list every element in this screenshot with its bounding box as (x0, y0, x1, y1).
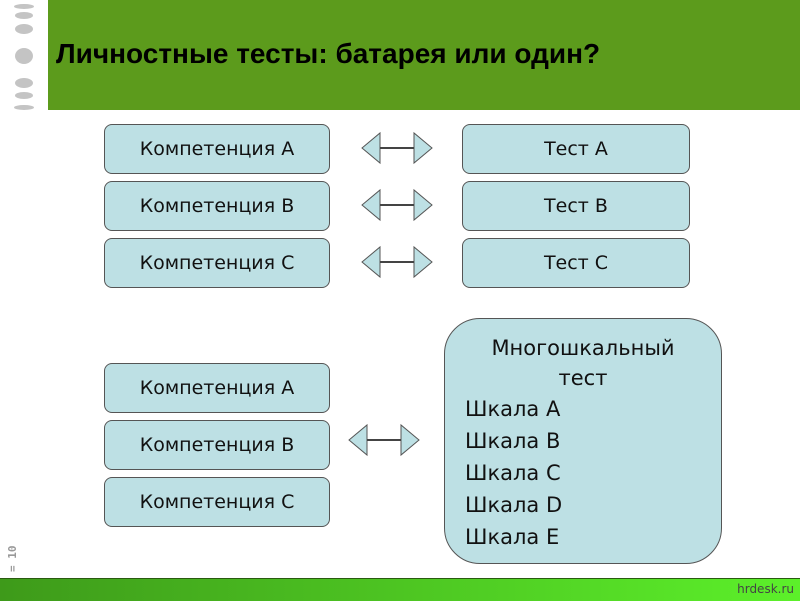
page-number: = 10 (6, 545, 19, 573)
multiscale-title-2: тест (558, 366, 608, 390)
test-box-a: Тест А (462, 124, 690, 174)
double-arrow-icon (348, 423, 420, 457)
scale-item: Шкала В (465, 429, 561, 453)
footer-site: hrdesk.ru (737, 582, 794, 596)
title-bar: Личностные тесты: батарея или один? (48, 0, 800, 110)
multiscale-test-box: Многошкальный тест Шкала А Шкала В Шкала… (444, 318, 722, 564)
competence-box-a: Компетенция А (104, 124, 330, 174)
scale-item: Шкала Е (465, 525, 560, 549)
scale-item: Шкала А (465, 397, 561, 421)
double-arrow-icon (361, 245, 433, 279)
double-arrow-icon (361, 131, 433, 165)
competence-box-b: Компетенция В (104, 420, 330, 470)
competence-box-c: Компетенция С (104, 238, 330, 288)
competence-box-a: Компетенция А (104, 363, 330, 413)
test-box-c: Тест С (462, 238, 690, 288)
double-arrow-icon (361, 188, 433, 222)
test-box-b: Тест В (462, 181, 690, 231)
scale-item: Шкала D (465, 493, 563, 517)
competence-box-b: Компетенция В (104, 181, 330, 231)
scale-item: Шкала С (465, 461, 561, 485)
slide-title: Личностные тесты: батарея или один? (56, 38, 601, 69)
footer-bar: hrdesk.ru (0, 578, 800, 601)
competence-box-c: Компетенция С (104, 477, 330, 527)
multiscale-title-1: Многошкальный (491, 336, 675, 360)
